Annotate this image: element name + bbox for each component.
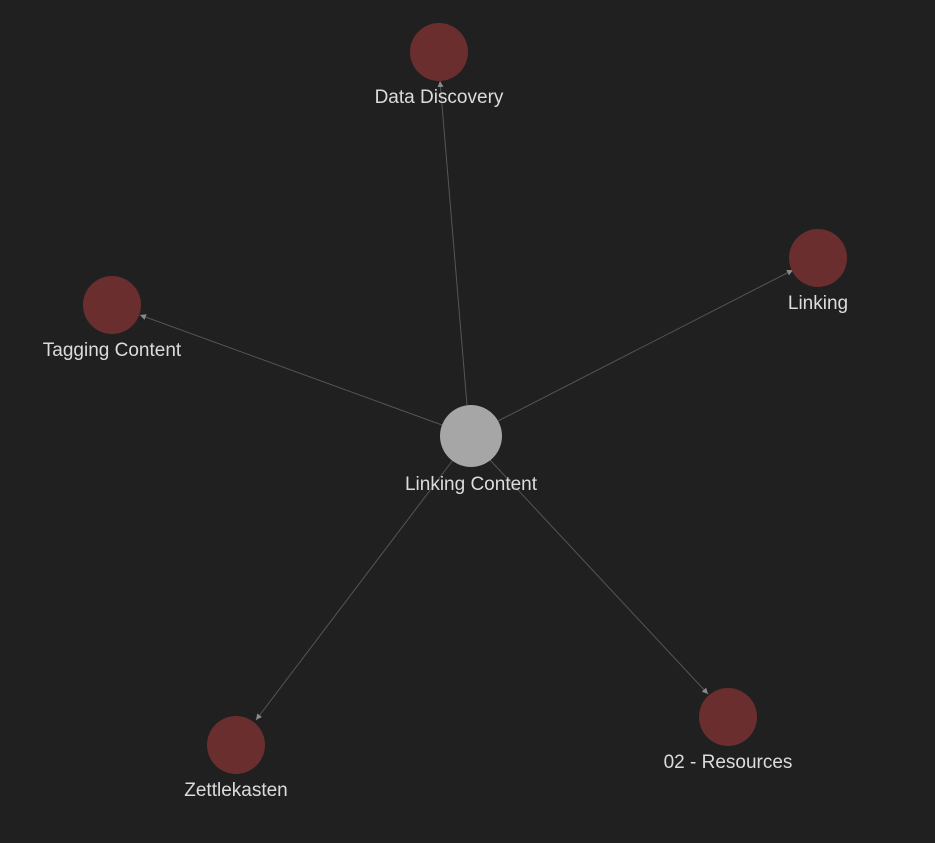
node-circle[interactable] (699, 688, 757, 746)
edges-layer (139, 80, 794, 721)
node-circle[interactable] (410, 23, 468, 81)
node-circle[interactable] (83, 276, 141, 334)
edge-to-data-discovery (437, 80, 468, 406)
graph-node-02-resources[interactable]: 02 - Resources (664, 688, 793, 773)
node-label: Tagging Content (43, 340, 182, 361)
node-circle-center[interactable] (440, 405, 502, 467)
node-label: Zettlekasten (184, 780, 288, 801)
node-label-center: Linking Content (405, 474, 538, 495)
node-label: Linking (788, 293, 848, 314)
graph-node-data-discovery[interactable]: Data Discovery (375, 23, 504, 108)
graph-node-linking[interactable]: Linking (788, 229, 848, 314)
node-label: 02 - Resources (664, 752, 793, 773)
graph-node-linking-content[interactable]: Linking Content (405, 405, 538, 495)
node-circle[interactable] (207, 716, 265, 774)
edge-to-tagging-content (139, 314, 443, 426)
node-circle[interactable] (789, 229, 847, 287)
graph-node-zettlekasten[interactable]: Zettlekasten (184, 716, 288, 801)
node-label: Data Discovery (375, 87, 504, 108)
edge-to-linking (497, 269, 794, 422)
graph-node-tagging-content[interactable]: Tagging Content (43, 276, 182, 361)
edge-to-02-resources (489, 459, 709, 695)
edge-to-zettlekasten (255, 459, 454, 721)
